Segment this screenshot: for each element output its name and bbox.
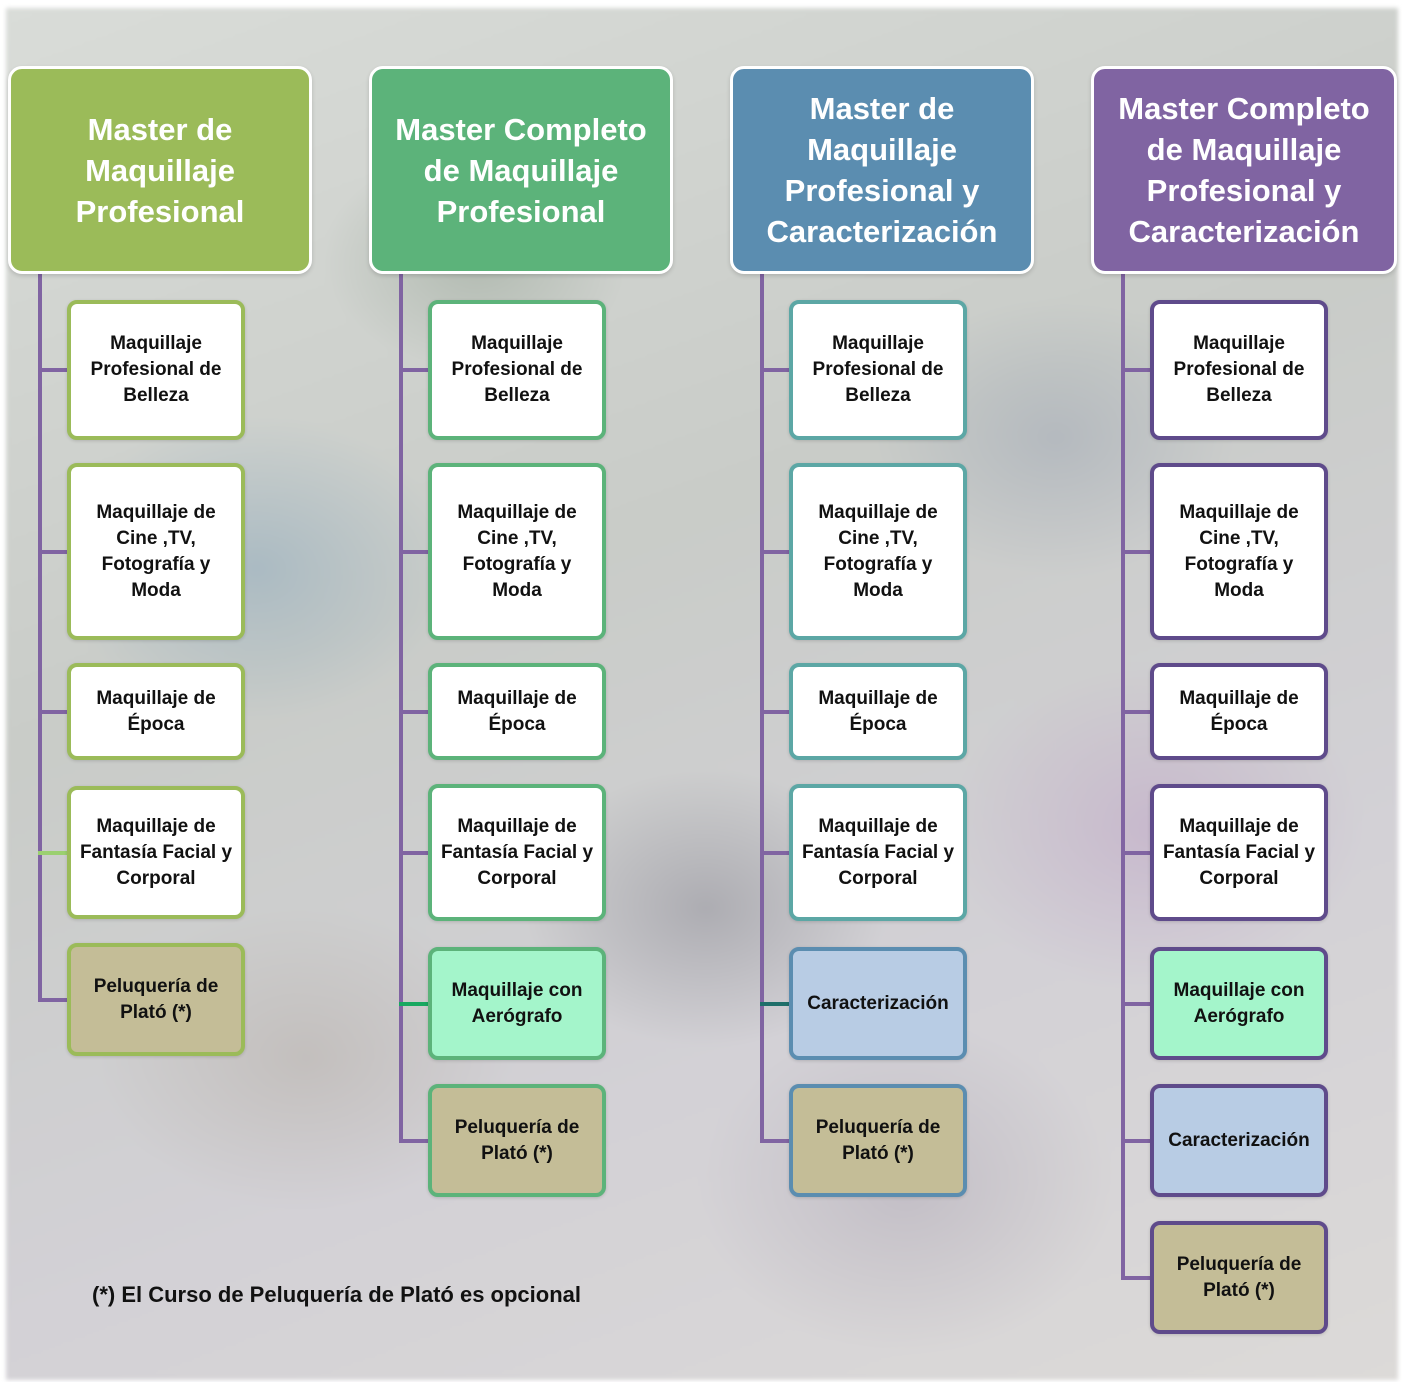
course-label: Maquillaje de Cine ,TV, Fotografía y Mod… <box>457 501 577 601</box>
course-label: Maquillaje Profesional de Belleza <box>451 333 583 406</box>
course-label: Peluquería de Plató (*) <box>93 975 219 1023</box>
course-box: Maquillaje de Fantasía Facial y Corporal <box>67 786 245 919</box>
course-label: Maquillaje de Fantasía Facial y Corporal <box>1162 815 1316 889</box>
branch-line <box>1121 1001 1150 1006</box>
course-label: Caracterización <box>1168 1129 1310 1151</box>
connector-line <box>399 270 403 1143</box>
course-label: Maquillaje Profesional de Belleza <box>90 333 222 406</box>
course-box: Maquillaje de Época <box>67 663 245 760</box>
course-label: Maquillaje de Fantasía Facial y Corporal <box>79 815 233 889</box>
branch-line <box>399 850 428 855</box>
branch-line <box>760 368 789 372</box>
course-box: Maquillaje Profesional de Belleza <box>428 300 606 440</box>
branch-line <box>38 997 67 1002</box>
course-box: Maquillaje de Época <box>428 663 606 760</box>
program-title: Master Completo de Maquillaje Profesiona… <box>369 66 673 274</box>
branch-line <box>399 549 428 554</box>
branch-line <box>399 1001 428 1006</box>
course-label: Maquillaje de Cine ,TV, Fotografía y Mod… <box>96 501 216 601</box>
course-box: Maquillaje Profesional de Belleza <box>1150 300 1328 440</box>
course-label: Maquillaje de Cine ,TV, Fotografía y Mod… <box>1179 501 1299 601</box>
course-box: Caracterización <box>1150 1084 1328 1197</box>
branch-line <box>38 850 67 855</box>
branch-line <box>399 368 428 372</box>
branch-line <box>1121 850 1150 855</box>
course-box: Maquillaje de Fantasía Facial y Corporal <box>789 784 967 921</box>
course-label: Maquillaje de Época <box>96 687 216 735</box>
course-label: Maquillaje Profesional de Belleza <box>1173 333 1305 406</box>
branch-line <box>38 368 67 372</box>
course-label: Caracterización <box>807 992 949 1014</box>
course-label: Maquillaje de Fantasía Facial y Corporal <box>801 815 955 889</box>
footnote: (*) El Curso de Peluquería de Plató es o… <box>92 1282 581 1307</box>
course-box: Maquillaje de Época <box>1150 663 1328 760</box>
course-box: Maquillaje de Cine ,TV, Fotografía y Mod… <box>428 463 606 640</box>
program-title: Master de Maquillaje Profesional <box>8 66 312 274</box>
course-box: Maquillaje de Época <box>789 663 967 760</box>
course-box: Caracterización <box>789 947 967 1060</box>
connector-line <box>1121 270 1125 1280</box>
branch-line <box>760 850 789 855</box>
course-box: Maquillaje con Aerógrafo <box>1150 947 1328 1060</box>
course-label: Peluquería de Plató (*) <box>815 1116 941 1164</box>
branch-line <box>1121 709 1150 714</box>
course-label: Maquillaje de Fantasía Facial y Corporal <box>440 815 594 889</box>
course-box: Maquillaje de Cine ,TV, Fotografía y Mod… <box>789 463 967 640</box>
course-box: Maquillaje de Fantasía Facial y Corporal <box>428 784 606 921</box>
branch-line <box>760 709 789 714</box>
connector-line <box>38 270 42 1002</box>
branch-line <box>1121 1138 1150 1143</box>
course-box: Peluquería de Plató (*) <box>67 943 245 1056</box>
course-label: Maquillaje Profesional de Belleza <box>812 333 944 406</box>
course-label: Peluquería de Plató (*) <box>1176 1253 1302 1301</box>
course-label: Maquillaje de Época <box>818 687 938 735</box>
course-box: Maquillaje Profesional de Belleza <box>789 300 967 440</box>
course-box: Maquillaje de Fantasía Facial y Corporal <box>1150 784 1328 921</box>
branch-line <box>760 1001 789 1006</box>
course-label: Maquillaje de Época <box>457 687 577 735</box>
course-box: Maquillaje Profesional de Belleza <box>67 300 245 440</box>
connector-line <box>760 270 764 1143</box>
course-box: Maquillaje de Cine ,TV, Fotografía y Mod… <box>1150 463 1328 640</box>
branch-line <box>399 1138 428 1143</box>
branch-line <box>38 549 67 554</box>
course-box: Maquillaje de Cine ,TV, Fotografía y Mod… <box>67 463 245 640</box>
branch-line <box>760 549 789 554</box>
course-label: Maquillaje de Cine ,TV, Fotografía y Mod… <box>818 501 938 601</box>
course-label: Maquillaje con Aerógrafo <box>1173 979 1305 1027</box>
program-title: Master Completo de Maquillaje Profesiona… <box>1091 66 1397 274</box>
branch-line <box>1121 1275 1150 1280</box>
course-label: Peluquería de Plató (*) <box>454 1116 580 1164</box>
branch-line <box>38 709 67 714</box>
course-box: Maquillaje con Aerógrafo <box>428 947 606 1060</box>
course-box: Peluquería de Plató (*) <box>1150 1221 1328 1334</box>
branch-line <box>1121 368 1150 372</box>
branch-line <box>760 1138 789 1143</box>
branch-line <box>1121 549 1150 554</box>
course-label: Maquillaje de Época <box>1179 687 1299 735</box>
course-label: Maquillaje con Aerógrafo <box>451 979 583 1027</box>
program-title: Master de Maquillaje Profesional y Carac… <box>730 66 1034 274</box>
branch-line <box>399 709 428 714</box>
course-box: Peluquería de Plató (*) <box>428 1084 606 1197</box>
course-box: Peluquería de Plató (*) <box>789 1084 967 1197</box>
